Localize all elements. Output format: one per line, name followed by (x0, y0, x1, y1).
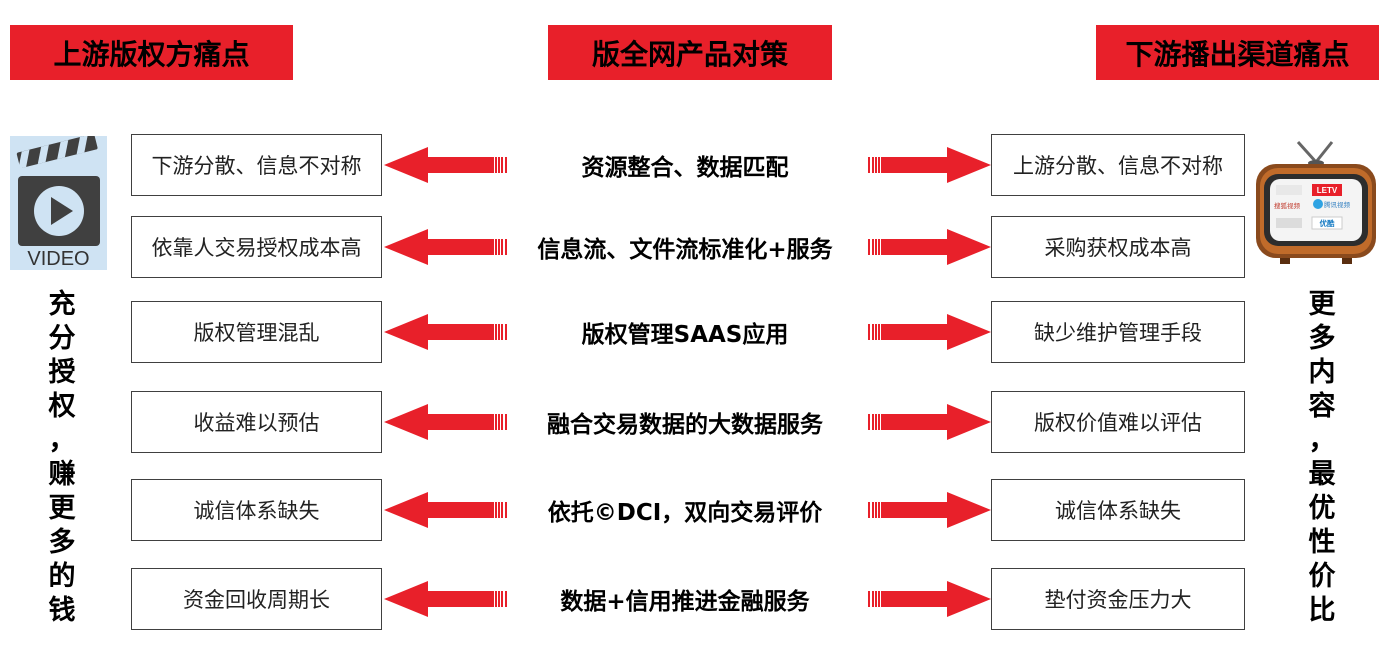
header-upstream-pain-points: 上游版权方痛点 (10, 25, 293, 80)
television-icon: LETV 搜狐视频 腾讯视频 优酷 (1252, 140, 1380, 268)
side-caption-char: 赚 (49, 458, 76, 492)
side-caption-char: 性 (1309, 526, 1336, 560)
side-caption-char: 价 (1309, 560, 1336, 594)
arrow-left-icon (384, 581, 509, 617)
arrow-left-icon (384, 404, 509, 440)
arrow-left-icon (384, 229, 509, 265)
tv-logo-sohu: 搜狐视频 (1274, 201, 1301, 210)
arrow-right-icon (866, 492, 991, 528)
tv-logo-tencent: 腾讯视频 (1324, 200, 1351, 209)
side-caption-char: ， (49, 424, 76, 458)
downstream-pain-point-box: 采购获权成本高 (991, 216, 1245, 278)
side-caption-char: 充 (49, 288, 76, 322)
upstream-pain-point-box: 依靠人交易授权成本高 (131, 216, 382, 278)
side-caption-char: 钱 (49, 594, 76, 628)
downstream-pain-point-box: 垫付资金压力大 (991, 568, 1245, 630)
side-caption-char: ， (1309, 424, 1336, 458)
upstream-pain-point-box: 收益难以预估 (131, 391, 382, 453)
arrow-left-icon (384, 147, 509, 183)
upstream-pain-point-box: 版权管理混乱 (131, 301, 382, 363)
side-caption-char: 多 (1309, 322, 1336, 356)
downstream-pain-point-box: 上游分散、信息不对称 (991, 134, 1245, 196)
side-caption-right: 更多内容，最优性价比 (1302, 288, 1342, 628)
header-downstream-pain-points: 下游播出渠道痛点 (1096, 25, 1379, 80)
arrow-right-icon (866, 581, 991, 617)
strategy-text: 信息流、文件流标准化+服务 (500, 222, 870, 272)
strategy-text: 融合交易数据的大数据服务 (500, 397, 870, 447)
strategy-text: 依托©DCI，双向交易评价 (500, 485, 870, 535)
side-caption-char: 最 (1309, 458, 1336, 492)
arrow-right-icon (866, 314, 991, 350)
arrow-right-icon (866, 147, 991, 183)
side-caption-char: 容 (1309, 390, 1336, 424)
downstream-pain-point-box: 缺少维护管理手段 (991, 301, 1245, 363)
side-caption-char: 更 (49, 492, 76, 526)
downstream-pain-point-box: 版权价值难以评估 (991, 391, 1245, 453)
header-product-strategy: 版全网产品对策 (548, 25, 832, 80)
strategy-text: 资源整合、数据匹配 (500, 140, 870, 190)
side-caption-char: 比 (1309, 594, 1336, 628)
side-caption-char: 的 (49, 560, 76, 594)
arrow-left-icon (384, 314, 509, 350)
video-label: VIDEO (27, 248, 89, 270)
strategy-text: 版权管理SAAS应用 (500, 307, 870, 357)
downstream-pain-point-box: 诚信体系缺失 (991, 479, 1245, 541)
side-caption-char: 优 (1309, 492, 1336, 526)
tv-logo-youku: 优酷 (1320, 218, 1336, 228)
video-clapperboard-icon: VIDEO (10, 136, 107, 270)
side-caption-char: 权 (49, 390, 76, 424)
arrow-left-icon (384, 492, 509, 528)
upstream-pain-point-box: 资金回收周期长 (131, 568, 382, 630)
tv-logo-letv: LETV (1317, 186, 1338, 195)
upstream-pain-point-box: 下游分散、信息不对称 (131, 134, 382, 196)
strategy-text: 数据+信用推进金融服务 (500, 574, 870, 624)
side-caption-char: 更 (1309, 288, 1336, 322)
arrow-right-icon (866, 229, 991, 265)
side-caption-char: 多 (49, 526, 76, 560)
side-caption-char: 内 (1309, 356, 1336, 390)
upstream-pain-point-box: 诚信体系缺失 (131, 479, 382, 541)
side-caption-left: 充分授权，赚更多的钱 (42, 288, 82, 628)
arrow-right-icon (866, 404, 991, 440)
side-caption-char: 分 (49, 322, 76, 356)
side-caption-char: 授 (49, 356, 76, 390)
